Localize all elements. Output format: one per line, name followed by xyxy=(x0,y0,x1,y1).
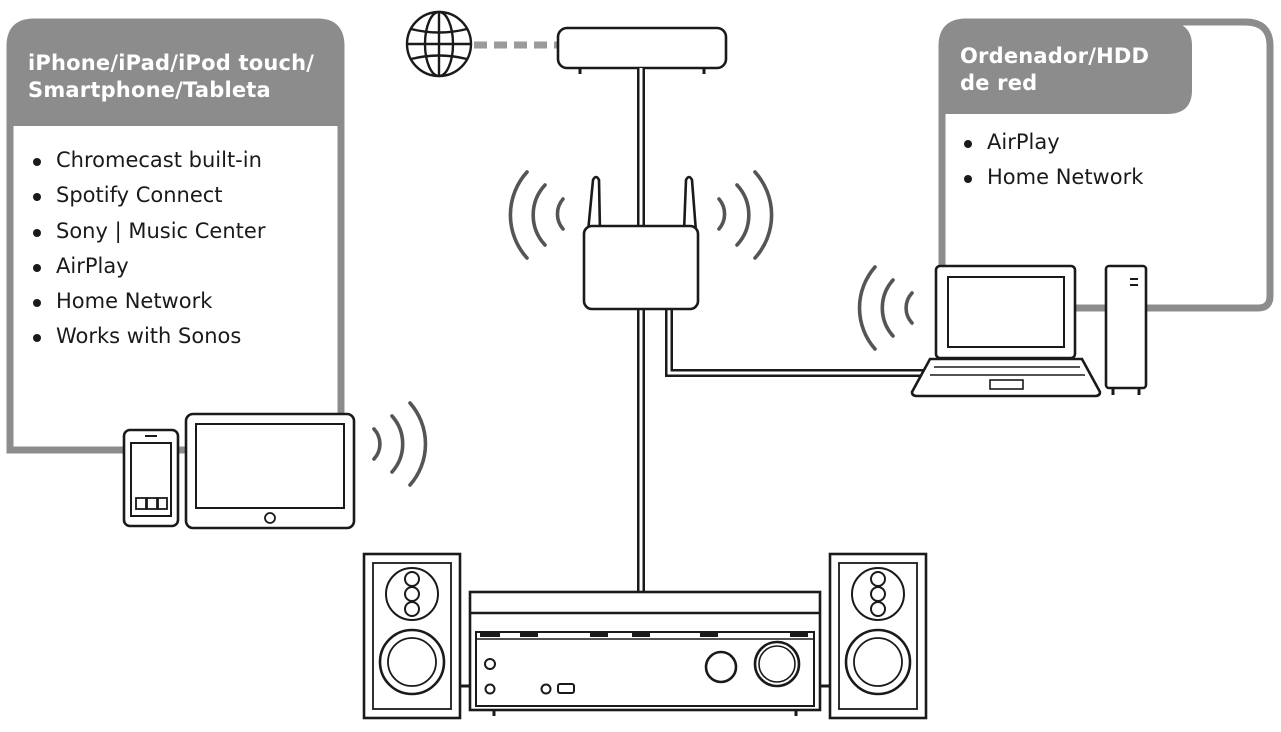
wifi-waves-icon xyxy=(372,170,914,487)
smartphone-icon xyxy=(122,428,180,528)
mobile-panel xyxy=(6,18,345,454)
network-hdd-icon xyxy=(1104,264,1148,395)
speaker-icon xyxy=(828,552,928,720)
globe-icon xyxy=(405,10,473,78)
feature-item: Spotify Connect xyxy=(29,178,265,213)
mobile-feature-list: Chromecast built-in Spotify Connect Sony… xyxy=(29,143,265,355)
mobile-title-line: Smartphone/Tableta xyxy=(28,78,271,102)
computer-panel-title: Ordenador/HDD de red xyxy=(960,43,1149,97)
feature-item: Sony | Music Center xyxy=(29,214,265,249)
feature-item: Works with Sonos xyxy=(29,319,265,354)
computer-title-line: Ordenador/HDD xyxy=(960,44,1150,68)
feature-item: Home Network xyxy=(960,160,1143,195)
computer-title-line: de red xyxy=(960,71,1038,95)
computer-feature-list: AirPlay Home Network xyxy=(960,125,1143,196)
tablet-icon xyxy=(184,412,356,530)
network-cables xyxy=(637,68,930,592)
mobile-title-line: iPhone/iPad/iPod touch/ xyxy=(28,51,315,75)
speaker-icon xyxy=(362,552,462,720)
mobile-panel-title: iPhone/iPad/iPod touch/ Smartphone/Table… xyxy=(28,50,314,104)
feature-item: Home Network xyxy=(29,284,265,319)
laptop-icon xyxy=(910,264,1102,398)
feature-item: AirPlay xyxy=(29,249,265,284)
feature-item: AirPlay xyxy=(960,125,1143,160)
av-receiver-icon xyxy=(460,590,830,716)
computer-panel xyxy=(938,18,1274,312)
wireless-router-icon xyxy=(582,175,700,311)
feature-item: Chromecast built-in xyxy=(29,143,265,178)
modem-icon xyxy=(556,26,728,74)
